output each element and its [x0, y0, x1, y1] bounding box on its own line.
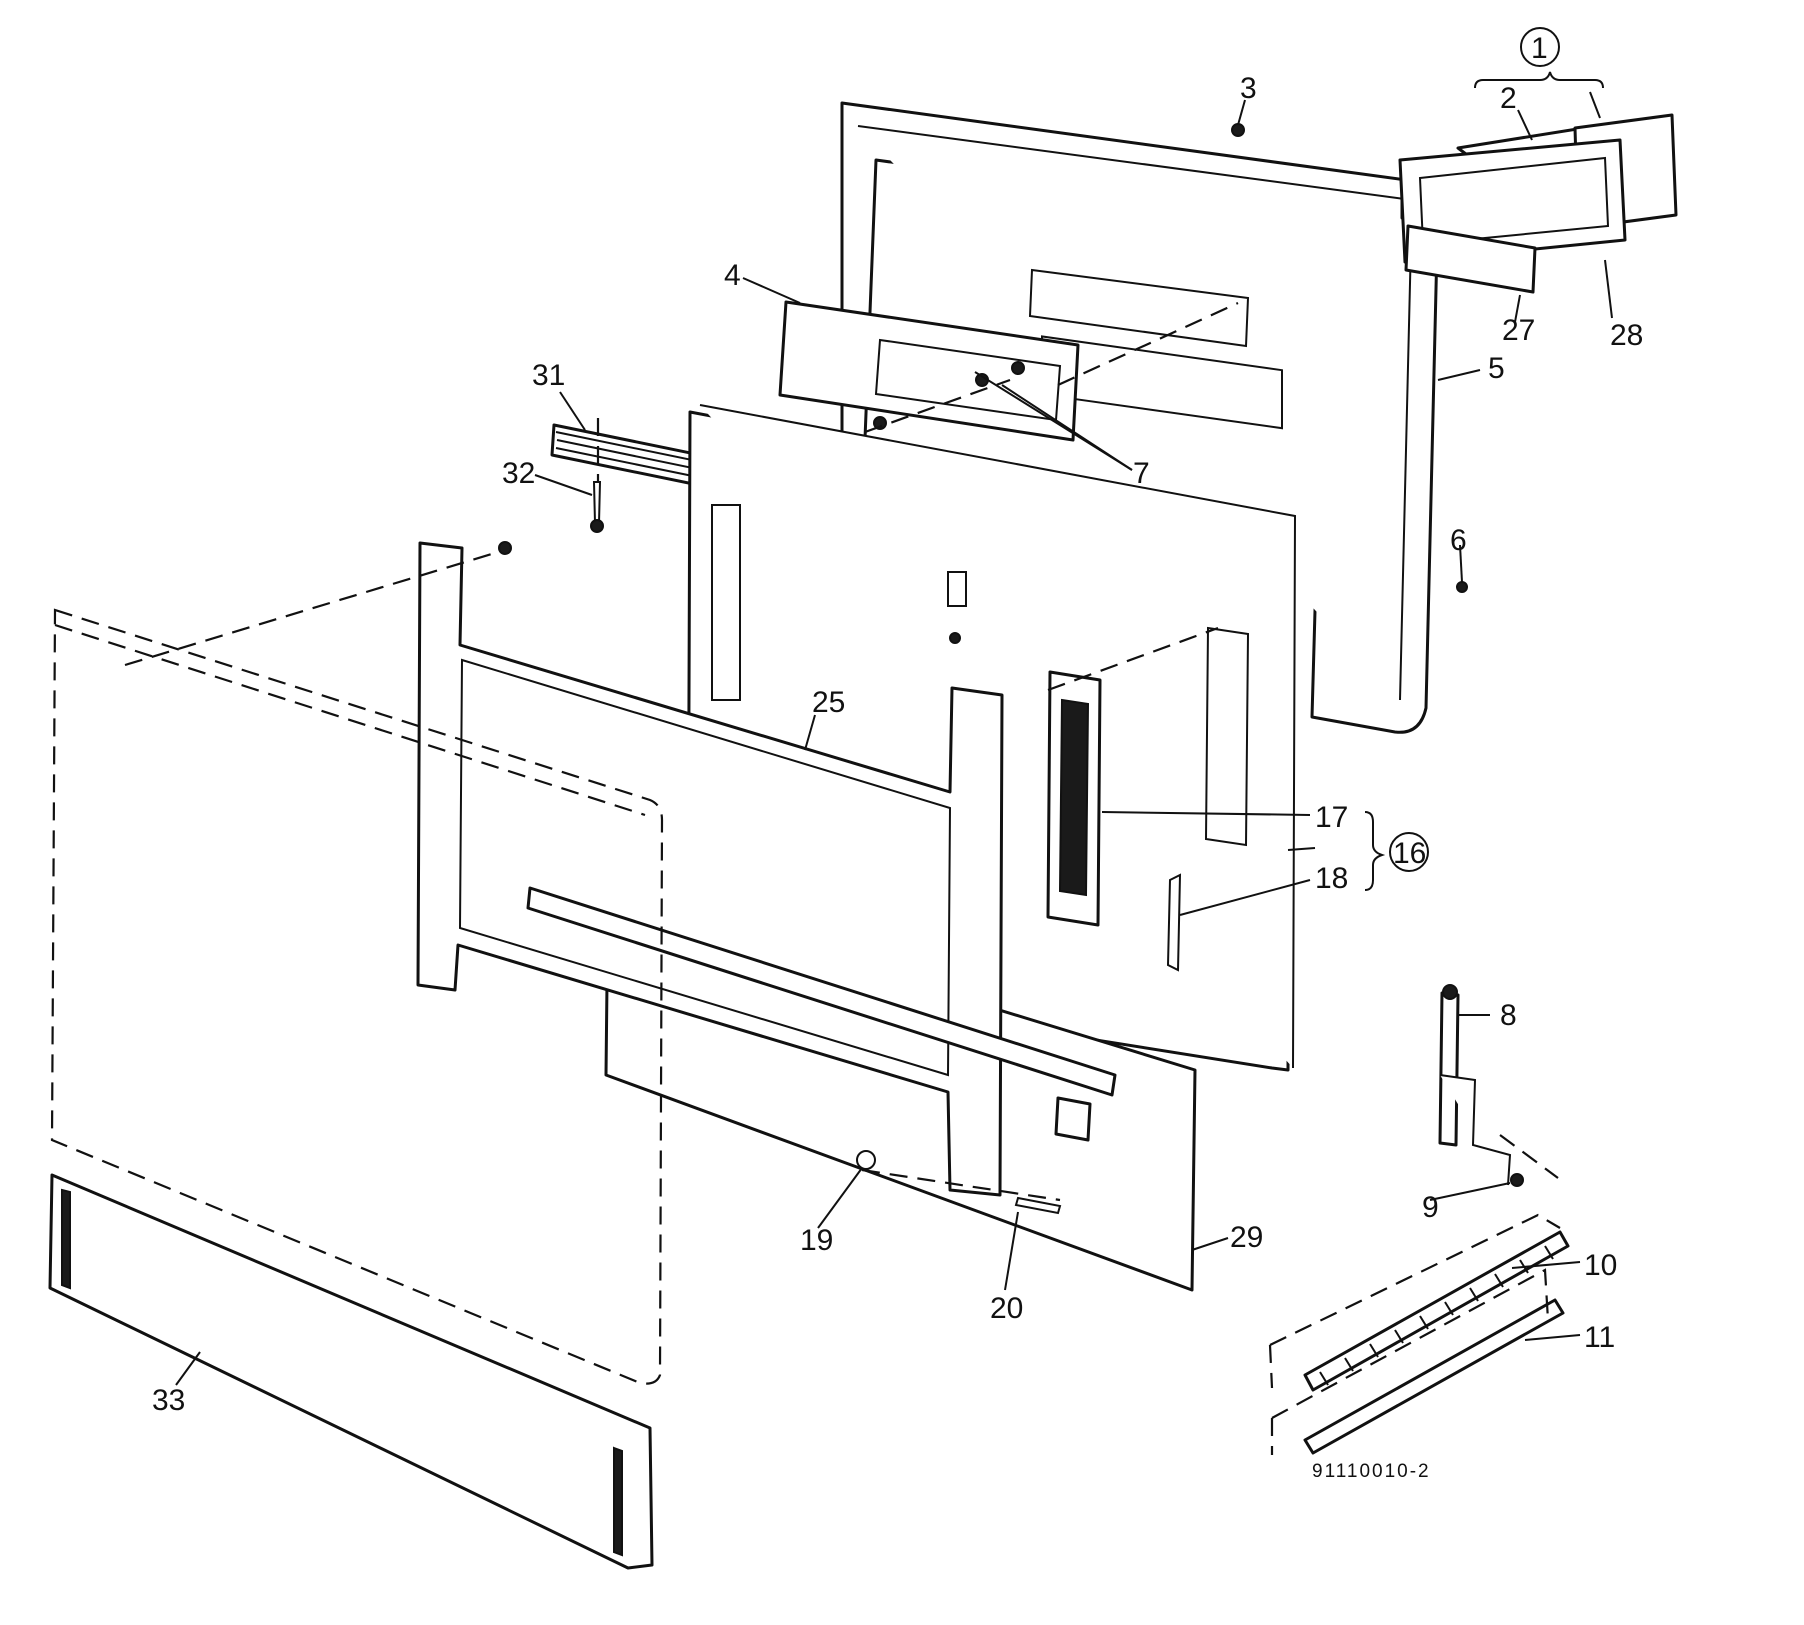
part-11-rod: [1303, 1298, 1565, 1455]
part-20-bolt: [1014, 1196, 1062, 1215]
callout-2: 2: [1500, 82, 1517, 115]
group-brace-16: [1364, 27, 1560, 891]
callout-29: 29: [1230, 1221, 1263, 1254]
callout-3: 3: [1240, 72, 1257, 105]
drawing-number: 91110010-2: [1312, 1461, 1431, 1482]
part-4-bracket: [778, 300, 1080, 442]
callout-4: 4: [724, 259, 741, 292]
callout-18: 18: [1315, 862, 1348, 895]
part-28-duct-frame: [1398, 138, 1627, 264]
part-27-duct-plate: [1404, 224, 1537, 294]
part-9-screw: [1510, 1173, 1524, 1187]
callout-1: 1: [1531, 32, 1548, 65]
callout-5: 5: [1488, 352, 1505, 385]
part-6-screw: [1456, 581, 1468, 593]
callout-17: 17: [1315, 801, 1348, 834]
callout-10: 10: [1584, 1249, 1617, 1282]
part-19-washer: [856, 1150, 876, 1170]
part-32-screw: [590, 481, 604, 533]
callout-labels: 1 2 3 4 5 6 7 8 9 10 11 16 17 18 19 20 2…: [152, 32, 1643, 1482]
part-25-door-liner: [416, 541, 1117, 1197]
callout-11: 11: [1584, 1321, 1615, 1354]
callout-leaders: [175, 91, 1613, 1386]
callout-6: 6: [1450, 524, 1467, 557]
part-3-clip: [1231, 123, 1245, 137]
callout-16: 16: [1393, 837, 1426, 870]
part-18-hinge-pin: [1166, 873, 1182, 972]
callout-7: 7: [1133, 457, 1150, 490]
callout-25: 25: [812, 686, 845, 719]
callout-32: 32: [502, 457, 535, 490]
assembly-guide-lines: [124, 301, 1561, 1455]
callout-8: 8: [1500, 999, 1517, 1032]
callout-20: 20: [990, 1292, 1023, 1325]
callout-28: 28: [1610, 319, 1643, 352]
callout-27: 27: [1502, 314, 1535, 347]
callout-19: 19: [800, 1224, 833, 1257]
callout-33: 33: [152, 1384, 185, 1417]
part-33-kick-plate: [48, 1173, 654, 1570]
group-brace-1: [1474, 71, 1604, 89]
part-8-hinge-arm: [1438, 984, 1512, 1186]
outer-door-panel-phantom: [50, 608, 664, 1385]
callout-9: 9: [1422, 1191, 1439, 1224]
part-17-hinge-housing: [1046, 626, 1250, 927]
callout-31: 31: [532, 359, 565, 392]
top-screw: [498, 541, 512, 555]
